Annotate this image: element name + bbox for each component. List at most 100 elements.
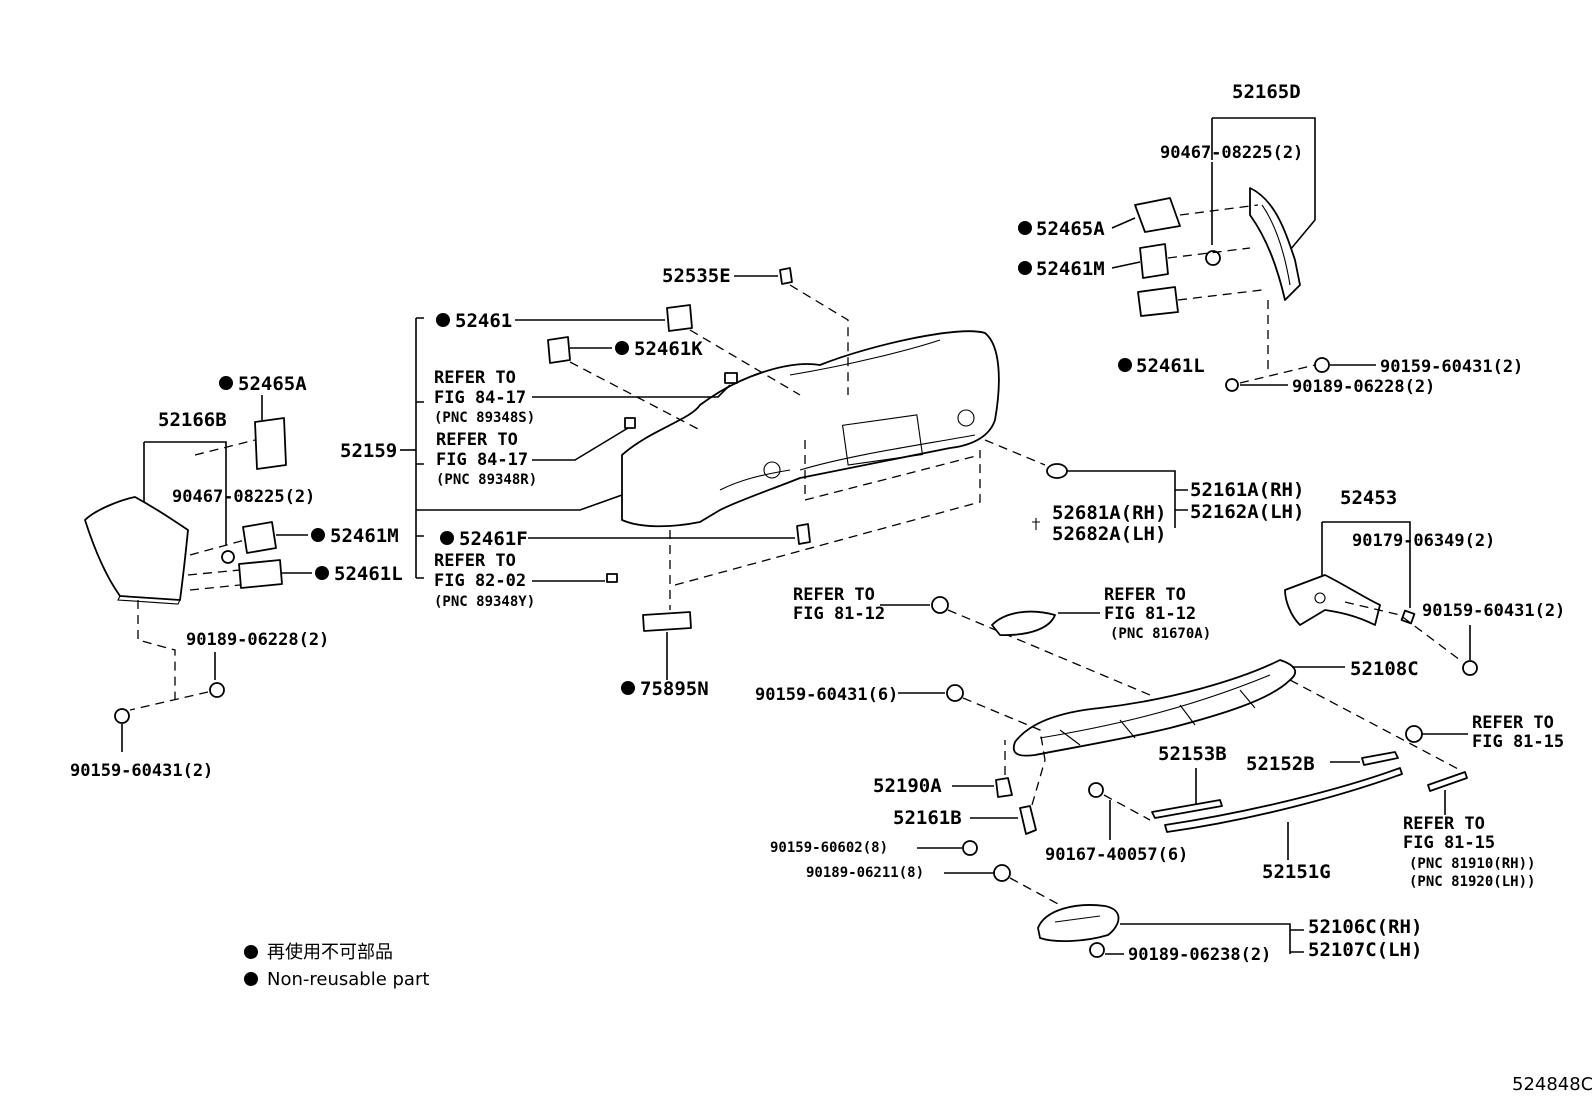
label-52461K[interactable]: 52461K bbox=[634, 338, 703, 360]
label-52461F[interactable]: 52461F bbox=[459, 528, 528, 550]
clip-52535E-icon[interactable] bbox=[779, 267, 793, 285]
pad-52461M-right[interactable] bbox=[1139, 243, 1169, 279]
pad-52465A-left[interactable] bbox=[254, 417, 287, 470]
label-90467-left[interactable]: 90467-08225(2) bbox=[172, 487, 315, 507]
clip-90189-left-icon[interactable] bbox=[209, 682, 225, 698]
label-90159-bracket[interactable]: 90159-60431(2) bbox=[1422, 601, 1565, 621]
label-90189-06238[interactable]: 90189-06238(2) bbox=[1128, 945, 1271, 965]
label-75895N[interactable]: 75895N bbox=[640, 678, 709, 700]
ref5-line1[interactable]: REFER TO bbox=[1104, 585, 1186, 605]
label-90159-right[interactable]: 90159-60431(2) bbox=[1380, 357, 1523, 377]
pad-52461L-left[interactable] bbox=[238, 559, 283, 589]
clip-52161B-icon[interactable] bbox=[1019, 805, 1037, 835]
clip-ref4-icon[interactable] bbox=[931, 596, 949, 614]
ref1-line2[interactable]: FIG 84-17 bbox=[434, 388, 526, 408]
ref2-line3[interactable]: (PNC 89348R) bbox=[436, 472, 537, 488]
screw-90159-left-icon[interactable] bbox=[114, 708, 130, 724]
label-90159-60602[interactable]: 90159-60602(8) bbox=[770, 840, 888, 856]
bracket-52190A-icon[interactable] bbox=[995, 777, 1013, 798]
ref6-line2[interactable]: FIG 81-15 bbox=[1472, 732, 1564, 752]
ref2-line2[interactable]: FIG 84-17 bbox=[436, 450, 528, 470]
screw-90159-6-icon[interactable] bbox=[946, 684, 964, 702]
pad-52461-icon[interactable] bbox=[666, 304, 693, 332]
label-52161B[interactable]: 52161B bbox=[893, 807, 962, 829]
clip-90189-06211-icon[interactable] bbox=[993, 864, 1011, 882]
ref1-line1[interactable]: REFER TO bbox=[434, 368, 516, 388]
clip-ref6-icon[interactable] bbox=[1405, 725, 1423, 743]
ref5-line3[interactable]: (PNC 81670A) bbox=[1110, 626, 1211, 642]
label-52161A[interactable]: 52161A(RH) bbox=[1190, 479, 1304, 501]
screw-90159-right-icon[interactable] bbox=[1314, 357, 1330, 373]
clip-90189-right-icon[interactable] bbox=[1225, 378, 1239, 392]
label-52461M-right[interactable]: 52461M bbox=[1036, 258, 1105, 280]
label-52107C[interactable]: 52107C(LH) bbox=[1308, 939, 1422, 961]
label-90189-left[interactable]: 90189-06228(2) bbox=[186, 630, 329, 650]
sensor-81670A[interactable] bbox=[991, 610, 1056, 636]
ref7-line4[interactable]: (PNC 81920(LH)) bbox=[1409, 874, 1535, 890]
label-52535E[interactable]: 52535E bbox=[662, 265, 731, 287]
ref2-line1[interactable]: REFER TO bbox=[436, 430, 518, 450]
screw-90159-60602-icon[interactable] bbox=[962, 840, 978, 856]
label-52108C[interactable]: 52108C bbox=[1350, 658, 1419, 680]
label-52162A[interactable]: 52162A(LH) bbox=[1190, 501, 1304, 523]
reflector-52161A-icon[interactable] bbox=[1046, 463, 1068, 479]
label-52166B[interactable]: 52166B bbox=[158, 409, 227, 431]
ref7-line3[interactable]: (PNC 81910(RH)) bbox=[1409, 856, 1535, 872]
ref7-line2[interactable]: FIG 81-15 bbox=[1403, 833, 1495, 853]
label-52151G[interactable]: 52151G bbox=[1262, 861, 1331, 883]
label-90467-right[interactable]: 90467-08225(2) bbox=[1160, 143, 1303, 163]
label-52682A[interactable]: 52682A(LH) bbox=[1052, 523, 1166, 545]
label-52190A[interactable]: 52190A bbox=[873, 775, 942, 797]
screw-90159-bracket-icon[interactable] bbox=[1462, 660, 1478, 676]
label-52461M-left[interactable]: 52461M bbox=[330, 525, 399, 547]
ref6-line1[interactable]: REFER TO bbox=[1472, 713, 1554, 733]
pad-52461F-icon[interactable] bbox=[796, 523, 811, 545]
label-90189-06211[interactable]: 90189-06211(8) bbox=[806, 865, 924, 881]
molding-52152B[interactable] bbox=[1361, 751, 1399, 766]
label-52681A[interactable]: 52681A(RH) bbox=[1052, 502, 1166, 524]
retainer-52108C[interactable] bbox=[1012, 659, 1297, 757]
ref5-line2[interactable]: FIG 81-12 bbox=[1104, 604, 1196, 624]
screw-90167-icon[interactable] bbox=[1088, 782, 1104, 798]
emblem-75895N[interactable] bbox=[642, 611, 692, 632]
bracket-52106C[interactable] bbox=[1037, 904, 1120, 943]
pad-52461K-icon[interactable] bbox=[547, 336, 571, 364]
label-52453[interactable]: 52453 bbox=[1340, 487, 1397, 509]
label-52159[interactable]: 52159 bbox=[340, 440, 397, 462]
ref3-line2[interactable]: FIG 82-02 bbox=[434, 571, 526, 591]
ref3-line3[interactable]: (PNC 89348Y) bbox=[434, 594, 535, 610]
label-52153B[interactable]: 52153B bbox=[1158, 743, 1227, 765]
molding-52153B[interactable] bbox=[1151, 799, 1223, 819]
connector-clip-icon[interactable] bbox=[606, 573, 618, 583]
sensor-bracket-icon[interactable] bbox=[724, 372, 738, 384]
label-90167[interactable]: 90167-40057(6) bbox=[1045, 845, 1188, 865]
pin-52681A-icon[interactable] bbox=[1032, 518, 1040, 530]
label-90159-left[interactable]: 90159-60431(2) bbox=[70, 761, 213, 781]
nut-90467-left-icon[interactable] bbox=[221, 550, 235, 564]
molding-52151G[interactable] bbox=[1164, 767, 1403, 833]
label-52465A-left[interactable]: 52465A bbox=[238, 373, 307, 395]
label-52465A-right[interactable]: 52465A bbox=[1036, 218, 1105, 240]
bracket-52453-part[interactable] bbox=[1284, 574, 1381, 626]
label-90179[interactable]: 90179-06349(2) bbox=[1352, 531, 1495, 551]
label-52461L-left[interactable]: 52461L bbox=[334, 563, 403, 585]
clip-90189-06238-icon[interactable] bbox=[1089, 942, 1105, 958]
label-52165D[interactable]: 52165D bbox=[1232, 81, 1301, 103]
pad-52465A-right[interactable] bbox=[1134, 197, 1181, 233]
nut-90467-right-icon[interactable] bbox=[1205, 250, 1221, 266]
pad-52461M-left[interactable] bbox=[242, 521, 277, 554]
label-52461[interactable]: 52461 bbox=[455, 310, 512, 332]
side-piece-52166B[interactable] bbox=[84, 496, 189, 601]
pad-52461L-right[interactable] bbox=[1137, 286, 1179, 317]
reflector-81910-icon[interactable] bbox=[1427, 771, 1468, 792]
clip-90179-icon[interactable] bbox=[1400, 609, 1416, 625]
label-90159-6[interactable]: 90159-60431(6) bbox=[755, 685, 898, 705]
ref3-line1[interactable]: REFER TO bbox=[434, 551, 516, 571]
sensor-clip-icon[interactable] bbox=[624, 417, 636, 429]
label-52106C[interactable]: 52106C(RH) bbox=[1308, 916, 1422, 938]
label-52152B[interactable]: 52152B bbox=[1246, 753, 1315, 775]
bumper-cover-52159[interactable] bbox=[621, 330, 1000, 528]
ref7-line1[interactable]: REFER TO bbox=[1403, 814, 1485, 834]
ref1-line3[interactable]: (PNC 89348S) bbox=[434, 410, 535, 426]
label-52461L-right[interactable]: 52461L bbox=[1136, 355, 1205, 377]
